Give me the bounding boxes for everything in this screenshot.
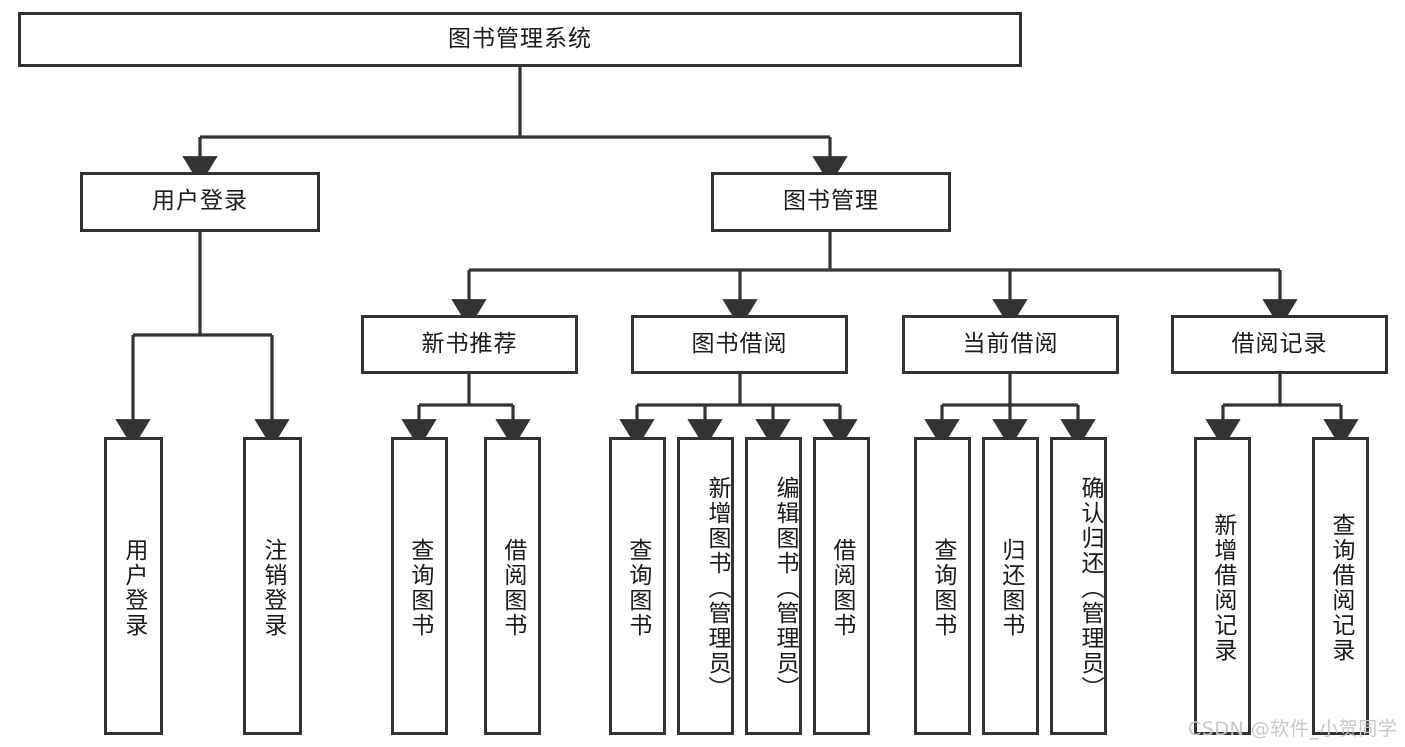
- watermark-csdn: CSDN @软件_小贺同学: [1188, 718, 1398, 740]
- leaf-current-confirm-return-admin[interactable]: 确认归还（管理员）: [1050, 437, 1107, 735]
- leaf-current-query-book[interactable]: 查询图书: [914, 437, 971, 735]
- leaf-label: 编辑图书（管理员）: [772, 475, 798, 701]
- leaf-record-query-record[interactable]: 查询借阅记录: [1312, 437, 1369, 735]
- leaf-label: 借阅图书: [499, 538, 526, 638]
- node-new-book-recommend-label: 新书推荐: [421, 330, 518, 357]
- leaf-label: 借阅图书: [828, 538, 855, 638]
- node-borrow-record[interactable]: 借阅记录: [1171, 315, 1388, 374]
- node-user-login[interactable]: 用户登录: [80, 172, 320, 232]
- node-root-label: 图书管理系统: [448, 25, 592, 52]
- node-book-management[interactable]: 图书管理: [711, 172, 951, 232]
- node-book-borrow[interactable]: 图书借阅: [631, 315, 848, 374]
- leaf-current-return-book[interactable]: 归还图书: [982, 437, 1039, 735]
- leaf-label: 查询借阅记录: [1327, 513, 1354, 663]
- leaf-borrow-query-book[interactable]: 查询图书: [609, 437, 666, 735]
- node-current-borrow[interactable]: 当前借阅: [902, 315, 1119, 374]
- node-book-borrow-label: 图书借阅: [691, 330, 788, 357]
- node-new-book-recommend[interactable]: 新书推荐: [361, 315, 578, 374]
- leaf-label: 新增图书（管理员）: [704, 475, 730, 701]
- leaf-label: 新增借阅记录: [1209, 513, 1236, 663]
- leaf-borrow-add-book-admin[interactable]: 新增图书（管理员）: [677, 437, 734, 735]
- leaf-label: 用户登录: [120, 538, 147, 638]
- leaf-label: 确认归还（管理员）: [1077, 475, 1103, 701]
- leaf-record-add-record[interactable]: 新增借阅记录: [1194, 437, 1251, 735]
- leaf-label: 查询图书: [624, 538, 651, 638]
- node-user-login-label: 用户登录: [152, 188, 248, 215]
- leaf-label: 注销登录: [259, 538, 286, 638]
- leaf-borrow-edit-book-admin[interactable]: 编辑图书（管理员）: [745, 437, 802, 735]
- leaf-user-login-logout[interactable]: 注销登录: [243, 437, 302, 735]
- node-borrow-record-label: 借阅记录: [1231, 330, 1328, 357]
- leaf-recommend-borrow-book[interactable]: 借阅图书: [484, 437, 541, 735]
- node-current-borrow-label: 当前借阅: [962, 330, 1059, 357]
- leaf-label: 查询图书: [929, 538, 956, 638]
- leaf-label: 查询图书: [406, 538, 433, 638]
- node-book-management-label: 图书管理: [783, 188, 879, 215]
- leaf-recommend-query-book[interactable]: 查询图书: [391, 437, 448, 735]
- leaf-label: 归还图书: [997, 538, 1024, 638]
- leaf-borrow-borrow-book[interactable]: 借阅图书: [813, 437, 870, 735]
- leaf-user-login-login[interactable]: 用户登录: [104, 437, 163, 735]
- node-root[interactable]: 图书管理系统: [18, 12, 1022, 67]
